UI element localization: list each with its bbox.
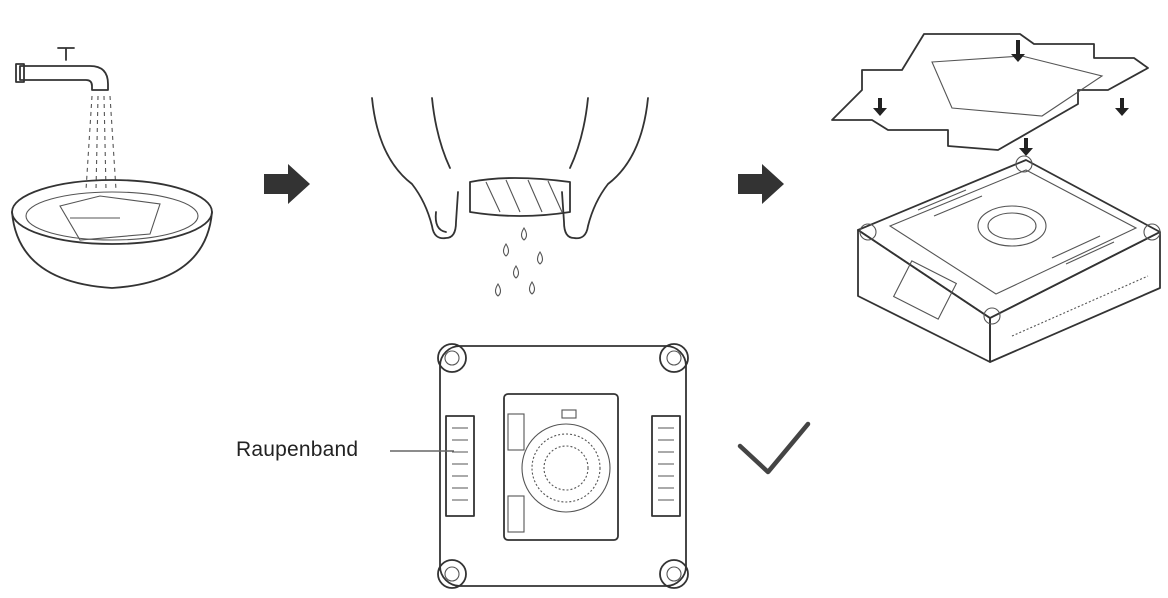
step-soak-pad bbox=[11, 47, 213, 289]
faucet-icon bbox=[15, 47, 109, 91]
arrow-right-icon bbox=[738, 164, 784, 204]
step-attach-pad bbox=[831, 33, 1161, 363]
arrow-down-icon bbox=[873, 40, 1129, 156]
track-right bbox=[651, 415, 681, 517]
bowl-icon bbox=[11, 179, 213, 289]
robot-underside-icon bbox=[437, 343, 689, 589]
step-wring-pad bbox=[371, 97, 649, 297]
result-robot-underside bbox=[390, 343, 689, 589]
water-drops-icon bbox=[494, 226, 544, 297]
hands-wringing-icon bbox=[371, 97, 649, 240]
cleaning-pad-icon bbox=[831, 33, 1149, 151]
water-stream-icon bbox=[85, 95, 117, 191]
callout-label-raupenband: Raupenband bbox=[236, 438, 359, 461]
robot-top-icon bbox=[857, 155, 1161, 363]
arrow-right-icon bbox=[264, 164, 310, 204]
track-left bbox=[445, 415, 475, 517]
checkmark-icon bbox=[737, 421, 811, 475]
